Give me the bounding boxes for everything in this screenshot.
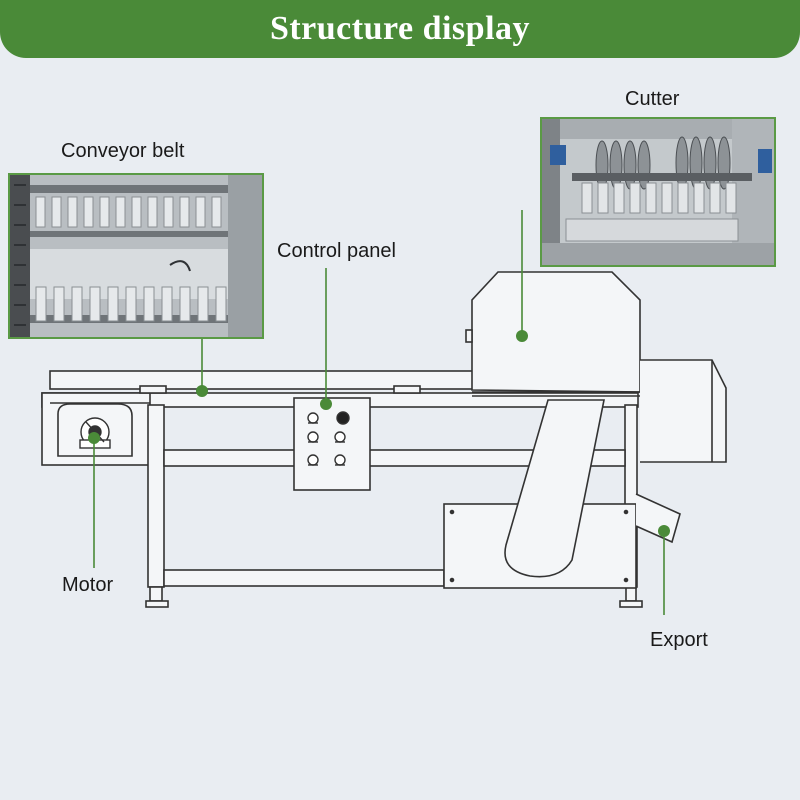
- export-spout: [635, 493, 681, 544]
- discharge-chute: [504, 399, 605, 578]
- left-leg: [147, 404, 165, 588]
- marker-motor: [88, 432, 100, 444]
- cutter-housing: [471, 271, 641, 393]
- left-foot-pad: [145, 600, 169, 608]
- right-cover: [640, 359, 727, 463]
- marker-cutter: [516, 330, 528, 342]
- marker-control-panel: [320, 398, 332, 410]
- mid-beam: [163, 449, 626, 467]
- cutter-photo: [540, 117, 776, 267]
- bottom-beam: [163, 569, 445, 587]
- control-box: [293, 397, 371, 491]
- right-foot-pad: [619, 600, 643, 608]
- marker-conveyor: [196, 385, 208, 397]
- conveyor-belt-photo: [8, 173, 264, 339]
- label-export: Export: [650, 629, 708, 651]
- label-cutter: Cutter: [625, 88, 680, 110]
- right-foot: [625, 586, 637, 602]
- label-motor: Motor: [62, 574, 114, 596]
- page-title: Structure display: [269, 10, 531, 47]
- marker-export: [658, 525, 670, 537]
- left-foot: [149, 586, 163, 602]
- label-conveyor-belt: Conveyor belt: [61, 140, 185, 162]
- label-control-panel: Control panel: [277, 240, 396, 262]
- title-banner: Structure display: [0, 0, 800, 58]
